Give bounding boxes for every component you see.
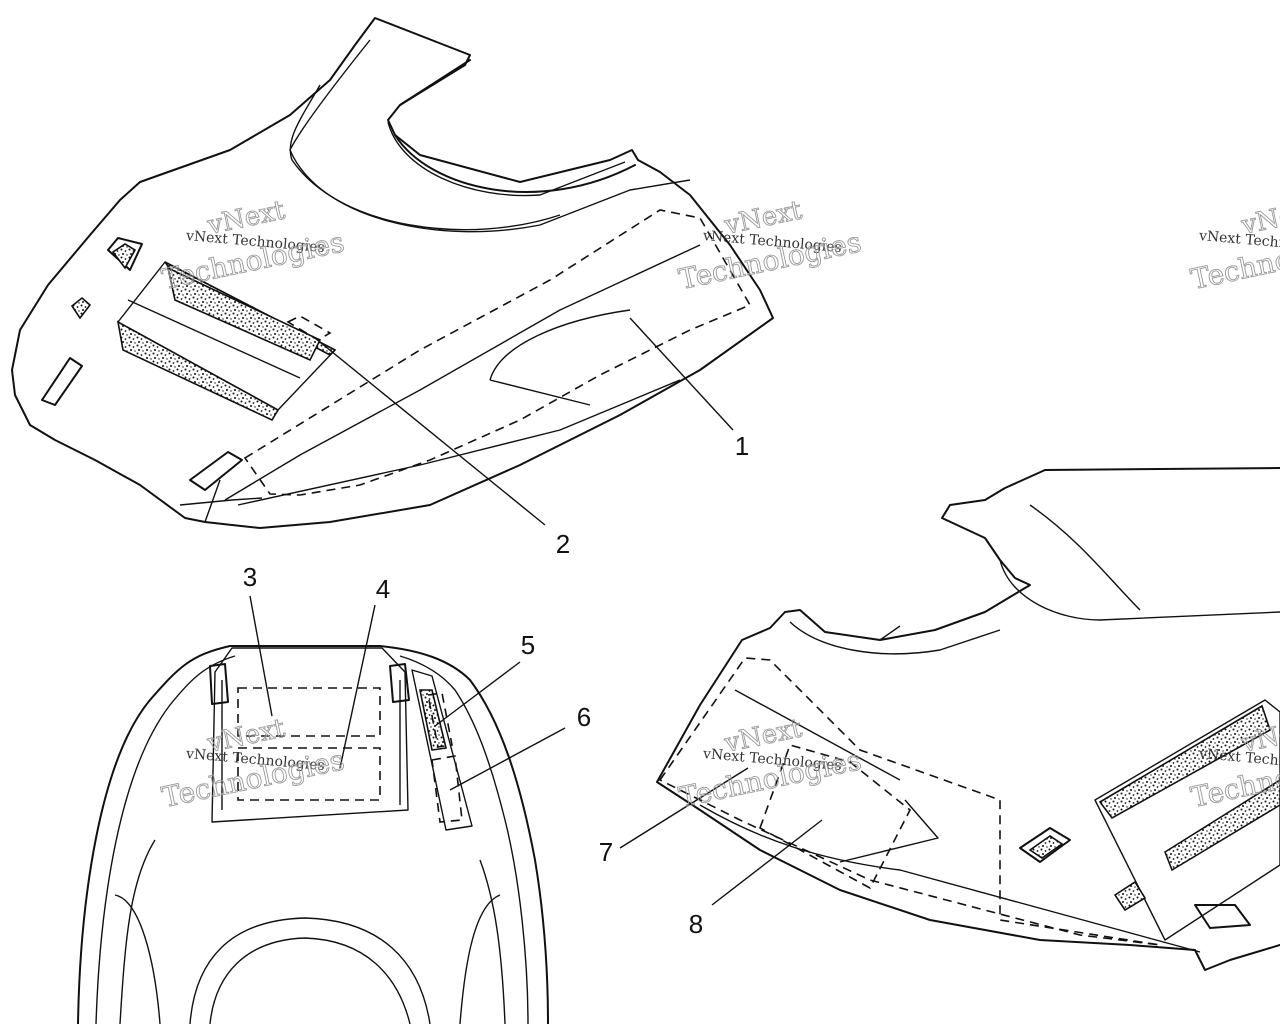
watermark-5: vNext vNext Technologies Technologies <box>1188 195 1280 297</box>
callout-3: 3 <box>243 562 257 592</box>
watermark-1: vNext vNext Technologies Technologies <box>159 195 348 297</box>
callout-2: 2 <box>556 529 570 559</box>
hood-plan-view <box>77 645 549 1024</box>
callout-7: 7 <box>599 837 613 867</box>
callout-labels: 1 2 3 4 5 6 7 8 <box>243 431 749 939</box>
leader-lines <box>249 317 823 906</box>
hood-side-view <box>656 467 1280 971</box>
callout-8: 8 <box>689 909 703 939</box>
watermark-2: vNext vNext Technologies Technologies <box>676 195 865 297</box>
watermark-3: vNext vNext Technologies Technologies <box>159 713 348 815</box>
hood-top-view <box>11 17 774 529</box>
callout-5: 5 <box>521 630 535 660</box>
callout-4: 4 <box>376 574 390 604</box>
callout-6: 6 <box>577 702 591 732</box>
callout-1: 1 <box>735 431 749 461</box>
